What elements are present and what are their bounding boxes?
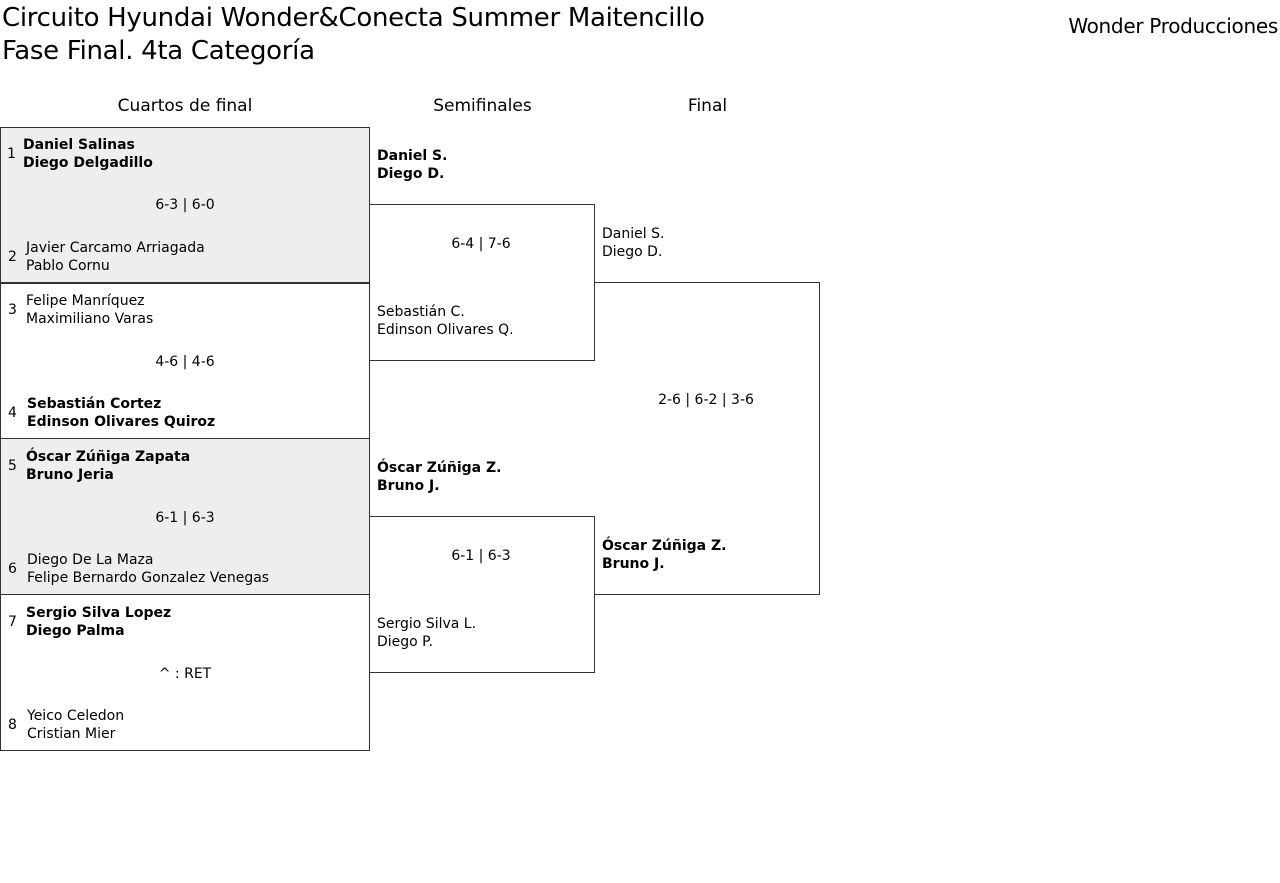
player-name: Pablo Cornu bbox=[26, 258, 110, 274]
final-team-b: Óscar Zúñiga Z. Bruno J. bbox=[602, 537, 726, 573]
player-name: Felipe Manríquez bbox=[26, 293, 145, 309]
player-name: Yeico Celedon bbox=[27, 708, 125, 724]
player-name: Bruno J. bbox=[602, 556, 665, 572]
team-b: Yeico Celedon Cristian Mier bbox=[27, 707, 124, 743]
player-name: Diego Palma bbox=[26, 623, 125, 639]
player-name: Daniel S. bbox=[377, 148, 448, 164]
match-score: 6-3 | 6-0 bbox=[155, 197, 215, 213]
seed-number: 5 bbox=[8, 458, 17, 474]
tournament-title: Circuito Hyundai Wonder&Conecta Summer M… bbox=[2, 2, 705, 68]
match-score: ^ : RET bbox=[158, 666, 212, 682]
seed-number: 6 bbox=[8, 561, 17, 577]
quarterfinal-match-1: 1 Daniel Salinas Diego Delgadillo 6-3 | … bbox=[0, 127, 370, 284]
player-name: Cristian Mier bbox=[27, 726, 116, 742]
match-score: 2-6 | 6-2 | 3-6 bbox=[658, 392, 754, 408]
seed-number: 8 bbox=[8, 717, 17, 733]
seed-number: 2 bbox=[8, 249, 17, 265]
round-header-semifinals: Semifinales bbox=[433, 96, 532, 116]
player-name: Diego D. bbox=[377, 166, 445, 182]
match-score: 6-1 | 6-3 bbox=[451, 548, 511, 564]
player-name: Diego Delgadillo bbox=[23, 155, 153, 171]
quarterfinal-match-3: 5 Óscar Zúñiga Zapata Bruno Jeria 6-1 | … bbox=[0, 438, 370, 595]
seed-number: 3 bbox=[8, 302, 17, 318]
final-team-a: Daniel S. Diego D. bbox=[602, 225, 664, 261]
player-name: Daniel Salinas bbox=[23, 137, 135, 153]
final-match: 2-6 | 6-2 | 3-6 Óscar Zúñiga Z. Bruno J. bbox=[594, 282, 820, 595]
player-name: Edinson Olivares Quiroz bbox=[27, 414, 216, 430]
player-name: Óscar Zúñiga Zapata bbox=[26, 449, 191, 465]
round-header-quarterfinals: Cuartos de final bbox=[117, 96, 253, 116]
player-name: Daniel S. bbox=[602, 226, 665, 242]
player-name: Diego P. bbox=[377, 634, 433, 650]
team-b: Javier Carcamo Arriagada Pablo Cornu bbox=[26, 239, 205, 275]
team-b: Sebastián Cortez Edinson Olivares Quiroz bbox=[27, 395, 215, 431]
player-name: Sergio Silva L. bbox=[377, 616, 477, 632]
player-name: Sergio Silva Lopez bbox=[26, 605, 172, 621]
semifinal-2-team-a: Óscar Zúñiga Z. Bruno J. bbox=[377, 459, 501, 495]
player-name: Edinson Olivares Q. bbox=[377, 322, 514, 338]
round-header-final: Final bbox=[687, 96, 728, 116]
title-line-1: Circuito Hyundai Wonder&Conecta Summer M… bbox=[2, 3, 705, 33]
player-name: Felipe Bernardo Gonzalez Venegas bbox=[27, 570, 270, 586]
semifinal-1-team-b: Sebastián C. Edinson Olivares Q. bbox=[377, 303, 514, 339]
quarterfinal-match-2: 3 Felipe Manríquez Maximiliano Varas 4-6… bbox=[0, 282, 370, 439]
quarterfinal-match-4: 7 Sergio Silva Lopez Diego Palma ^ : RET… bbox=[0, 594, 370, 751]
team-b: Diego De La Maza Felipe Bernardo Gonzale… bbox=[27, 551, 269, 587]
title-line-2: Fase Final. 4ta Categoría bbox=[2, 36, 315, 66]
player-name: Óscar Zúñiga Z. bbox=[377, 460, 502, 476]
player-name: Diego D. bbox=[602, 244, 663, 260]
player-name: Diego De La Maza bbox=[27, 552, 154, 568]
semifinal-match-1: 6-4 | 7-6 Sebastián C. Edinson Olivares … bbox=[369, 204, 595, 361]
seed-number: 7 bbox=[8, 614, 17, 630]
match-score: 6-1 | 6-3 bbox=[155, 510, 215, 526]
match-score: 6-4 | 7-6 bbox=[451, 236, 511, 252]
player-name: Javier Carcamo Arriagada bbox=[26, 240, 205, 256]
player-name: Bruno Jeria bbox=[26, 467, 114, 483]
player-name: Óscar Zúñiga Z. bbox=[602, 538, 727, 554]
team-a: Felipe Manríquez Maximiliano Varas bbox=[26, 292, 153, 328]
seed-number: 1 bbox=[7, 146, 16, 162]
match-score: 4-6 | 4-6 bbox=[155, 354, 215, 370]
semifinal-2-team-b: Sergio Silva L. Diego P. bbox=[377, 615, 476, 651]
organizer-name: Wonder Producciones bbox=[1068, 14, 1278, 38]
seed-number: 4 bbox=[8, 405, 17, 421]
player-name: Sebastián Cortez bbox=[27, 396, 162, 412]
player-name: Sebastián C. bbox=[377, 304, 465, 320]
player-name: Bruno J. bbox=[377, 478, 440, 494]
semifinal-1-team-a: Daniel S. Diego D. bbox=[377, 147, 447, 183]
team-a: Óscar Zúñiga Zapata Bruno Jeria bbox=[26, 448, 190, 484]
team-a: Sergio Silva Lopez Diego Palma bbox=[26, 604, 171, 640]
player-name: Maximiliano Varas bbox=[26, 311, 154, 327]
team-a: Daniel Salinas Diego Delgadillo bbox=[23, 136, 153, 172]
semifinal-match-2: 6-1 | 6-3 Sergio Silva L. Diego P. bbox=[369, 516, 595, 673]
